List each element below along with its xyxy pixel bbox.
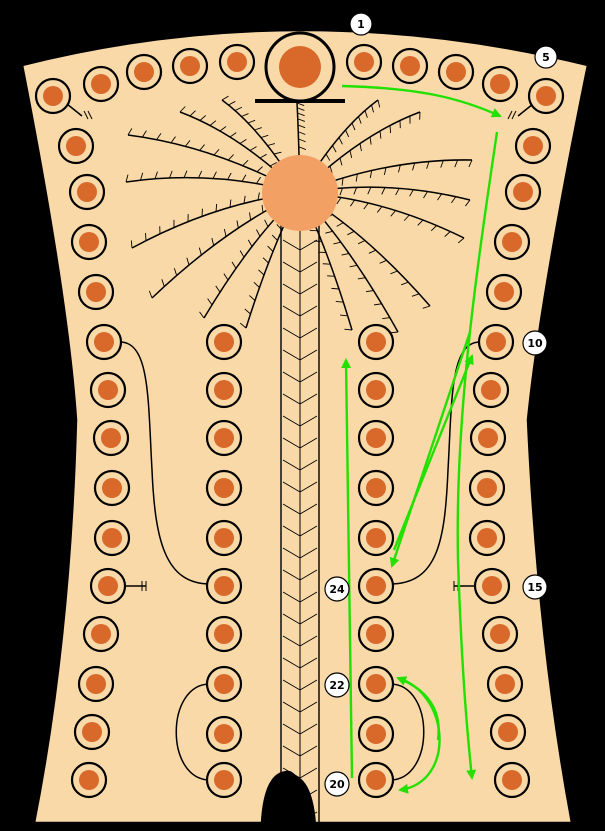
hole-15[interactable] <box>477 323 515 361</box>
hole-12[interactable] <box>504 173 542 211</box>
hole-28[interactable] <box>357 469 395 507</box>
arrow-right-down <box>456 131 499 780</box>
hole-25[interactable] <box>357 323 395 361</box>
svg-text:24: 24 <box>329 583 345 596</box>
arrow-center-up <box>341 358 354 779</box>
hole-11[interactable] <box>514 127 552 165</box>
number-badges: 1 5 10 15 24 22 20 <box>324 12 558 797</box>
hole-connections <box>61 99 539 781</box>
hole-32[interactable] <box>357 665 395 703</box>
svg-text:20: 20 <box>329 778 345 791</box>
hole-1[interactable] <box>34 77 72 115</box>
hole-26[interactable] <box>357 371 395 409</box>
hole-47[interactable] <box>73 713 111 751</box>
hole-49[interactable] <box>205 323 243 361</box>
hole-58[interactable] <box>205 761 243 799</box>
hole-6[interactable] <box>345 43 383 81</box>
hole-46[interactable] <box>77 665 115 703</box>
hole-35[interactable] <box>57 127 95 165</box>
hole-27[interactable] <box>357 419 395 457</box>
hole-5[interactable] <box>218 43 256 81</box>
hole-53[interactable] <box>205 519 243 557</box>
hole-31[interactable] <box>357 615 395 653</box>
movement-arrows <box>341 84 502 794</box>
badge-22: 22 <box>324 672 350 698</box>
hole-50[interactable] <box>205 371 243 409</box>
hole-large-top[interactable] <box>264 31 336 103</box>
hole-45[interactable] <box>82 615 120 653</box>
hole-4[interactable] <box>171 47 209 85</box>
hole-10[interactable] <box>527 77 565 115</box>
badge-24: 24 <box>324 576 350 602</box>
hole-2[interactable] <box>82 65 120 103</box>
svg-text:22: 22 <box>329 679 344 692</box>
hole-16[interactable] <box>472 371 510 409</box>
hole-57[interactable] <box>205 715 243 753</box>
hole-44[interactable] <box>89 567 127 605</box>
hole-36[interactable] <box>68 173 106 211</box>
hole-42[interactable] <box>93 469 131 507</box>
hole-30[interactable] <box>357 567 395 605</box>
hole-13[interactable] <box>493 223 531 261</box>
hole-33[interactable] <box>357 715 395 753</box>
hole-39[interactable] <box>85 323 123 361</box>
hole-38[interactable] <box>77 273 115 311</box>
board-holes <box>34 43 565 799</box>
svg-text:5: 5 <box>542 51 550 64</box>
hole-22[interactable] <box>486 665 524 703</box>
hole-7[interactable] <box>391 47 429 85</box>
hole-51[interactable] <box>205 419 243 457</box>
hole-20[interactable] <box>473 567 511 605</box>
hole-3[interactable] <box>125 53 163 91</box>
hole-19[interactable] <box>468 519 506 557</box>
palm-trunk <box>280 205 320 823</box>
hole-52[interactable] <box>205 469 243 507</box>
hole-17[interactable] <box>469 419 507 457</box>
hole-14[interactable] <box>485 273 523 311</box>
hole-37[interactable] <box>70 223 108 261</box>
hole-24[interactable] <box>493 761 531 799</box>
hole-40[interactable] <box>89 371 127 409</box>
badge-20: 20 <box>324 771 350 797</box>
badge-1: 1 <box>349 12 373 36</box>
hole-9[interactable] <box>481 65 519 103</box>
svg-text:15: 15 <box>527 581 542 594</box>
badge-15: 15 <box>522 574 548 600</box>
hole-43[interactable] <box>93 519 131 557</box>
board-outline <box>20 28 590 825</box>
palm-crown <box>262 155 338 231</box>
badge-5: 5 <box>534 45 558 69</box>
hole-55[interactable] <box>205 615 243 653</box>
hole-41[interactable] <box>92 419 130 457</box>
svg-text:1: 1 <box>357 18 365 31</box>
hole-21[interactable] <box>481 615 519 653</box>
badge-10: 10 <box>522 330 548 356</box>
hole-54[interactable] <box>205 567 243 605</box>
svg-text:10: 10 <box>527 337 543 350</box>
arrow-start <box>341 84 502 118</box>
hole-48[interactable] <box>70 761 108 799</box>
board-notch <box>262 773 316 823</box>
hole-23[interactable] <box>489 713 527 751</box>
hole-18[interactable] <box>468 469 506 507</box>
arrow-bottom-shortcut-reverse <box>396 676 440 741</box>
hole-29[interactable] <box>357 519 395 557</box>
hole-8[interactable] <box>437 53 475 91</box>
hole-56[interactable] <box>205 665 243 703</box>
arrow-cross-down <box>389 331 472 568</box>
hole-34[interactable] <box>357 761 395 799</box>
